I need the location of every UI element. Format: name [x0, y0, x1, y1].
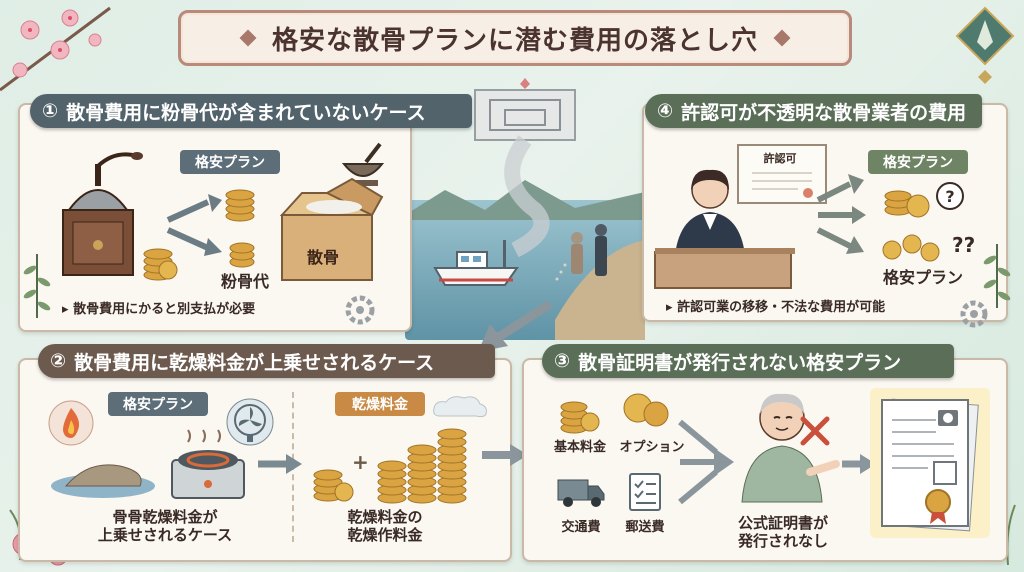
panel-4-note: ▸ 許認可業の移移・不法な費用が可能 [666, 296, 996, 315]
lotus-emblem-icon [955, 6, 1015, 84]
checklist-icon [629, 473, 661, 511]
leaf-decoration-icon [983, 244, 1011, 308]
panel-1-heading: ① 散骨費用に粉骨代が含まれていないケース [30, 94, 472, 128]
panel-4-tag: 格安プラン [868, 150, 968, 174]
electric-stove-icon [171, 429, 245, 499]
fire-icon [48, 400, 94, 446]
panel-2-number: ② [50, 350, 67, 372]
receptionist-icon [654, 169, 795, 289]
ash-pile-icon [51, 464, 155, 498]
gear-decoration-icon [345, 295, 375, 325]
flow-arrow-icon [482, 444, 528, 466]
cross-mark-icon [800, 416, 830, 446]
coins-question-icon: ? [884, 182, 964, 218]
arrows-icon [816, 174, 866, 254]
converging-arrows-icon [678, 419, 734, 505]
coins-option-icon [623, 393, 669, 427]
mortar-icon [341, 142, 385, 186]
cloud-icon [433, 396, 487, 418]
panel-2-right-label-line1: 乾燥料金の [347, 508, 423, 526]
bullet-icon: ▸ [62, 302, 74, 317]
scattered-coins-question-icon: ?? [882, 233, 975, 262]
panel-3-result-line2: 発行されなし [737, 532, 828, 550]
item-transport: 交通費 [561, 520, 601, 535]
panel-4-bottom-label: 格安プラン [882, 268, 963, 287]
panel-4-number: ④ [657, 100, 674, 122]
coin-stack-icon [560, 401, 600, 434]
arrow-icon [166, 194, 222, 256]
panel-3-result-label: 公式証明書が 発行されなし [718, 514, 848, 550]
title-banner: 格安な散骨プランに潜む費用の落とし穴 [178, 10, 852, 66]
coin-stack-icon [143, 248, 178, 281]
panel-1-note: ▸ 散骨費用にかると別支払が必要 [62, 298, 362, 317]
item-base-fee: 基本料金 [553, 440, 606, 455]
panel-4-note-text: 許認可業の移移・不法な費用が可能 [677, 300, 886, 315]
coin-stack-icon [229, 242, 255, 268]
coin-stacks-large-icon [377, 428, 467, 504]
panel-2-left-label: 骨骨乾燥料金が 上乗せされるケース [80, 508, 250, 544]
panel-4-title: 許認可が不透明な散骨業者の費用 [681, 101, 967, 124]
panel-2-title: 散骨費用に乾燥料金が上乗せされるケース [74, 351, 435, 374]
panel-2-right-label: 乾燥料金の 乾燥作料金 [320, 508, 450, 544]
certificate-frame-icon [737, 144, 827, 204]
panel-1-number: ① [42, 100, 59, 122]
fan-icon [226, 398, 274, 446]
flow-arrow-icon [258, 454, 302, 474]
cost-label-powder: 粉骨代 [220, 272, 269, 291]
bone-grinder-icon [62, 152, 143, 276]
svg-text:?: ? [945, 187, 954, 206]
cherry-blossom-branch-icon [0, 6, 111, 92]
panel-1-title: 散骨費用に粉骨代が含まれていないケース [66, 101, 426, 124]
flow-arrow-icon [842, 454, 876, 474]
leaf-decoration-icon [23, 254, 51, 318]
certificate-title: 許認可 [763, 152, 797, 165]
panel-3-heading: ③ 散骨証明書が発行されない格安プラン [542, 344, 954, 378]
bullet-icon: ▸ [666, 300, 678, 315]
panel-3-number: ③ [554, 350, 571, 372]
ocean-scattering-scene [405, 78, 645, 340]
truck-icon [557, 479, 605, 507]
diamond-ornament-icon [773, 29, 791, 47]
gear-decoration-icon [960, 300, 988, 328]
panel-1-tag: 格安プラン [180, 150, 280, 174]
panel-1-note-text: 散骨費用にかると別支払が必要 [73, 302, 256, 317]
panel-3-result-line1: 公式証明書が [737, 514, 828, 532]
coin-stack-icon [225, 189, 255, 222]
svg-text:??: ?? [952, 233, 975, 257]
cardboard-box-icon [279, 177, 384, 281]
box-label: 散骨 [306, 248, 339, 267]
panel-2-tag: 格安プラン [108, 392, 208, 416]
item-postage: 郵送費 [625, 520, 665, 535]
panel-2-right-label-line2: 乾燥作料金 [347, 526, 423, 544]
panel-4-heading: ④ 許認可が不透明な散骨業者の費用 [645, 94, 982, 128]
diamond-ornament-icon [239, 29, 257, 47]
coin-stack-small-icon [313, 469, 354, 502]
panel-3-title: 散骨証明書が発行されない格安プラン [578, 351, 902, 374]
panel-2-heading: ② 散骨費用に乾燥料金が上乗せされるケース [38, 344, 495, 378]
page-title: 格安な散骨プランに潜む費用の落とし穴 [271, 25, 758, 56]
panel-2-left-label-line2: 上乗せされるケース [97, 526, 233, 544]
item-option: オプション [619, 440, 685, 455]
elderly-man-icon [741, 393, 840, 503]
panel-2-left-label-line1: 骨骨乾燥料金が [112, 508, 218, 526]
plus-icon: + [352, 450, 369, 474]
certificate-document-icon [881, 398, 979, 532]
panel-2-tag-drying: 乾燥料金 [335, 392, 425, 416]
